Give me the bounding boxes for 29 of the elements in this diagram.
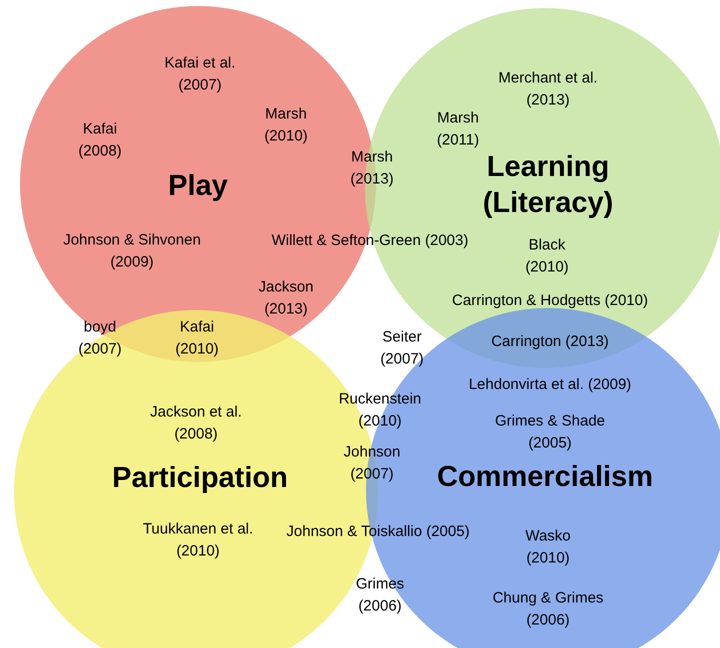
citation: Jackson et al. (2008): [149, 402, 243, 444]
citation: boyd (2007): [77, 317, 123, 359]
citation: Marsh (2013): [349, 147, 395, 189]
circle-title: Play: [167, 168, 229, 204]
citation: Merchant et al. (2013): [497, 68, 599, 110]
citation: Johnson & Toiskallio (2005): [285, 522, 471, 542]
citation: Grimes & Shade (2005): [494, 411, 606, 453]
citation: Jackson (2013): [257, 277, 315, 319]
citation: Wasko (2010): [524, 526, 572, 568]
citation: Carrington & Hodgetts (2010): [452, 291, 648, 312]
citation: Grimes (2006): [354, 574, 406, 616]
citation: Carrington (2013): [491, 332, 609, 352]
citation: Johnson & Sihvonen (2009): [62, 230, 202, 272]
citation: Marsh (2011): [436, 108, 480, 150]
circle-title: Learning (Literacy): [482, 150, 614, 221]
citation: Chung & Grimes (2006): [492, 588, 604, 630]
citation: Ruckenstein (2010): [338, 389, 422, 431]
circle-title: Participation: [111, 460, 289, 496]
citation: Johnson (2007): [342, 442, 402, 484]
citation: Kafai et al. (2007): [164, 53, 236, 95]
circle-title: Commercialism: [436, 460, 654, 495]
citation: Marsh (2010): [263, 104, 309, 146]
citation: Tuukkanen et al. (2010): [142, 519, 254, 561]
citation: Kafai (2008): [77, 119, 123, 161]
citation: Lehdonvirta et al. (2009): [468, 375, 632, 396]
citation: Seiter (2007): [379, 327, 425, 369]
citation: Kafai (2010): [174, 317, 220, 359]
citation: Willett & Sefton-Green (2003): [270, 231, 470, 252]
citation: Black (2010): [524, 235, 570, 277]
